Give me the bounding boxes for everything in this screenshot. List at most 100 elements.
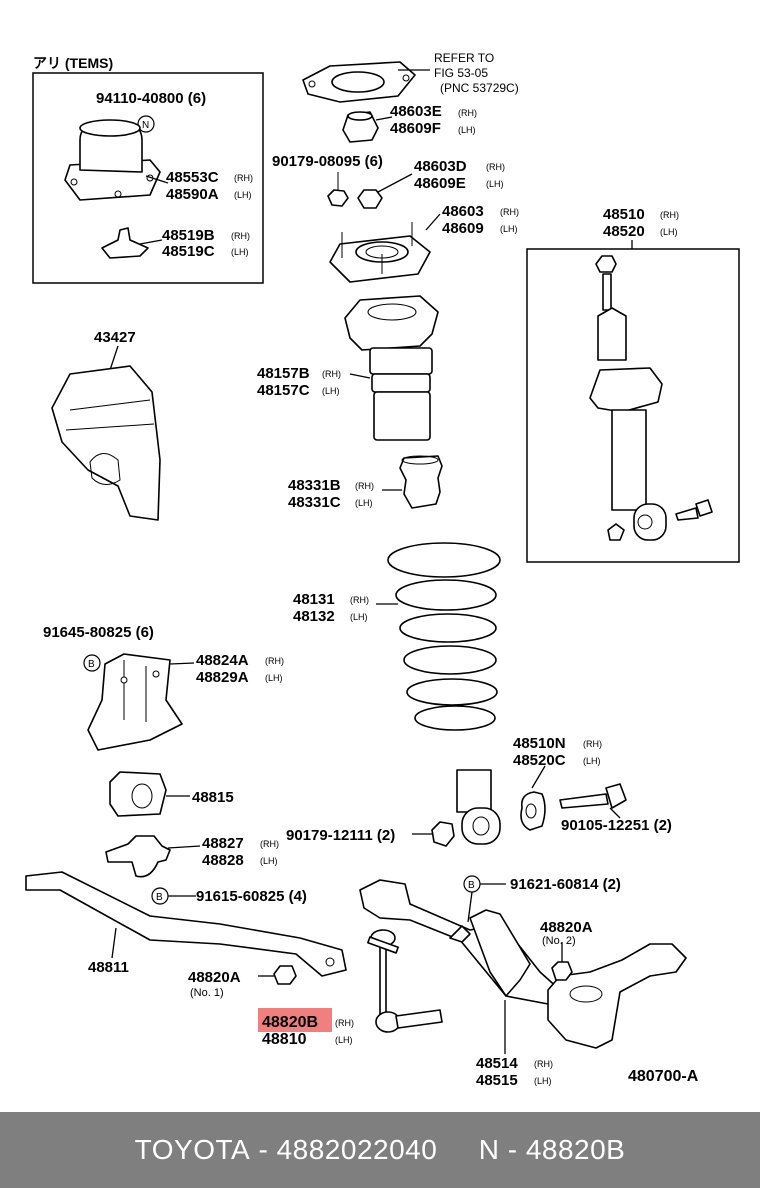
label-48520[interactable]: 48520 [603,223,645,240]
label-48510[interactable]: 48510 [603,206,645,223]
svg-text:(LH): (LH) [260,856,278,866]
label-48820B[interactable]: 48820B [262,1014,318,1031]
svg-text:(RH): (RH) [265,656,284,666]
label-48603D[interactable]: 48603D [414,158,467,175]
svg-text:(LH): (LH) [265,673,283,683]
splash-shield-part [51,365,161,521]
stabilizer-bushing-part [109,771,167,817]
label-90105[interactable]: 90105-12251 (2) [561,817,672,834]
label-48510N[interactable]: 48510N [513,735,566,752]
label-48609[interactable]: 48609 [442,220,484,237]
label-48131[interactable]: 48131 [293,591,335,608]
label-48815[interactable]: 48815 [192,789,234,806]
stopper-cap-part [342,111,379,143]
label-48827[interactable]: 48827 [202,835,244,852]
lower-arm-part [359,879,561,1005]
label-48515[interactable]: 48515 [476,1072,518,1089]
svg-text:(LH): (LH) [534,1076,552,1086]
label-48609E[interactable]: 48609E [414,175,466,192]
svg-text:(RH): (RH) [458,108,477,118]
circle-b-icon-1: B [83,654,101,672]
svg-text:B: B [468,880,475,891]
svg-text:(RH): (RH) [260,839,279,849]
label-48829A[interactable]: 48829A [196,669,249,686]
svg-text:(RH): (RH) [583,739,602,749]
label-48132[interactable]: 48132 [293,608,335,625]
svg-text:(RH): (RH) [355,481,374,491]
svg-text:(LH): (LH) [234,190,252,200]
svg-text:(RH): (RH) [500,207,519,217]
label-48590A[interactable]: 48590A [166,186,219,203]
bumper-boot-part [344,295,439,441]
nut-48820a-right-part [551,961,573,981]
svg-text:(LH): (LH) [231,247,249,257]
label-48520C[interactable]: 48520C [513,752,566,769]
label-91615[interactable]: 91615-60825 (4) [196,888,307,905]
svg-text:(RH): (RH) [660,210,679,220]
svg-text:(RH): (RH) [234,173,253,183]
label-48331C[interactable]: 48331C [288,494,341,511]
lower-shock-body-part [456,769,501,845]
label-48810[interactable]: 48810 [262,1031,307,1048]
svg-text:(RH): (RH) [534,1059,553,1069]
footer-bar: TOYOTA - 4882022040 N - 48820B [0,1112,760,1188]
lower-bushing-part [520,791,546,831]
nut-90179-part [431,821,455,847]
label-48609F[interactable]: 48609F [390,120,441,137]
stabilizer-clamp-part [105,835,171,878]
label-48519C[interactable]: 48519C [162,243,215,260]
footer-separator: - [250,1134,277,1165]
label-48157C[interactable]: 48157C [257,382,310,399]
circle-b-icon-2: B [151,887,169,905]
svg-text:(LH): (LH) [335,1035,353,1045]
bump-stopper-part [399,455,443,509]
label-94110[interactable]: 94110-40800 (6) [96,90,206,107]
footer-gap [437,1134,478,1166]
label-48514[interactable]: 48514 [476,1055,518,1072]
label-48519B[interactable]: 48519B [162,227,215,244]
label-90179-08095[interactable]: 90179-08095 (6) [272,153,383,170]
svg-text:B: B [156,892,163,903]
svg-text:B: B [88,659,95,670]
svg-text:(LH): (LH) [355,498,373,508]
refer-note-3: (PNC 53729C) [440,81,519,95]
parts-diagram: アリ (TEMS) 94110-40800 (6) N 48553C (RH) … [25,51,740,1089]
label-48824A[interactable]: 48824A [196,652,249,669]
label-48820A-right[interactable]: 48820A [540,919,593,936]
label-48553C[interactable]: 48553C [166,169,219,186]
label-48811[interactable]: 48811 [88,959,129,976]
label-48828[interactable]: 48828 [202,852,244,869]
svg-text:(LH): (LH) [350,612,368,622]
shock-absorber-box [526,248,740,563]
svg-text:(RH): (RH) [486,162,505,172]
circle-b-icon-3: B [463,875,481,893]
top-plate-part [302,61,416,103]
svg-text:(RH): (RH) [350,595,369,605]
label-91621[interactable]: 91621-60814 (2) [510,876,621,893]
svg-text:(LH): (LH) [322,386,340,396]
shock-absorber-part [589,255,713,541]
bolt-90105-part [559,783,627,809]
stabilizer-bar-part [25,871,347,977]
label-48157B[interactable]: 48157B [257,365,310,382]
nut-small-part [327,172,349,207]
upper-support-part [329,222,431,283]
nut-48820a-left-part [273,965,297,985]
circle-n-icon: N [137,115,155,133]
label-48331B[interactable]: 48331B [288,477,341,494]
svg-text:(LH): (LH) [583,756,601,766]
footer-brand: TOYOTA [134,1134,251,1165]
label-91645[interactable]: 91645-80825 (6) [43,624,154,641]
label-48603E[interactable]: 48603E [390,103,442,120]
stabilizer-bracket-part [87,653,183,751]
label-48603[interactable]: 48603 [442,203,484,220]
label-48820A-left[interactable]: 48820A [188,969,241,986]
svg-text:(RH): (RH) [335,1018,354,1028]
svg-text:(LH): (LH) [660,227,678,237]
nut-flanged-part [357,189,383,209]
label-43427[interactable]: 43427 [94,329,136,346]
figure-code: 480700-A [628,1068,699,1085]
refer-note-1: REFER TO [434,51,494,65]
label-90179-12111[interactable]: 90179-12111 (2) [286,827,395,844]
tems-inset-box [32,72,264,284]
